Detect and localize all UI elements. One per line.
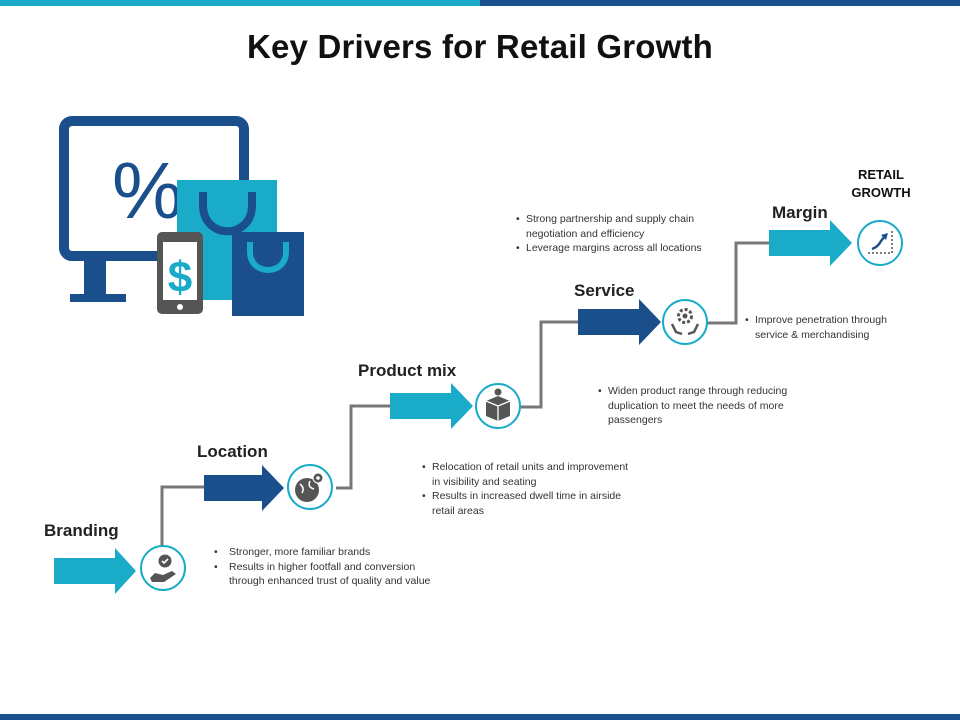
retail-growth-label: RETAIL GROWTH (836, 166, 926, 202)
retail-growth-line-1: RETAIL (858, 167, 904, 182)
stage-label-margin: Margin (772, 203, 828, 222)
location-arrow (204, 465, 284, 511)
globe-location-icon (287, 464, 333, 510)
top-accent-bar-left (0, 0, 480, 6)
top-accent-bar-right (480, 0, 960, 6)
connector-branding-location (160, 485, 204, 560)
branding-bullets: Stronger, more familiar brands Results i… (214, 545, 439, 589)
product-mix-bullet-1: Widen product range through reducing dup… (598, 384, 793, 428)
branding-bullet-2: Results in higher footfall and conversio… (214, 560, 439, 589)
service-arrow (578, 299, 661, 345)
page-title: Key Drivers for Retail Growth (246, 28, 714, 65)
bottom-accent-bar (0, 714, 960, 720)
stage-label-service: Service (574, 281, 635, 300)
margin-bullets: Strong partnership and supply chain nego… (516, 212, 736, 256)
productmix-arrow (390, 383, 473, 429)
smartphone-dollar-icon: $ (157, 232, 203, 314)
connector-productmix-service (521, 320, 578, 409)
branding-arrow (54, 548, 136, 594)
phone-dollar-symbol: $ (168, 253, 192, 302)
connector-location-productmix (336, 404, 390, 490)
location-bullet-2: Results in increased dwell time in airsi… (422, 489, 637, 518)
branding-bullet-1: Stronger, more familiar brands (214, 545, 439, 560)
growth-trend-icon (857, 220, 903, 266)
retail-growth-line-2: GROWTH (851, 185, 911, 200)
product-box-icon (475, 383, 521, 429)
connector-service-margin (708, 241, 769, 325)
hands-gear-icon (662, 299, 708, 345)
service-bullets: Improve penetration through service & me… (745, 313, 920, 342)
monitor-percent-symbol: % (112, 146, 183, 235)
hand-badge-icon (140, 545, 186, 591)
product-mix-bullets: Widen product range through reducing dup… (598, 384, 793, 428)
margin-bullet-1: Strong partnership and supply chain nego… (516, 212, 736, 241)
stage-label-branding: Branding (44, 521, 119, 540)
location-bullet-1: Relocation of retail units and improveme… (422, 460, 637, 489)
stage-label-product-mix: Product mix (358, 361, 457, 380)
location-bullets: Relocation of retail units and improveme… (422, 460, 637, 518)
stage-label-location: Location (197, 442, 268, 461)
margin-bullet-2: Leverage margins across all locations (516, 241, 736, 256)
margin-arrow (769, 220, 852, 266)
service-bullet-1: Improve penetration through service & me… (745, 313, 920, 342)
